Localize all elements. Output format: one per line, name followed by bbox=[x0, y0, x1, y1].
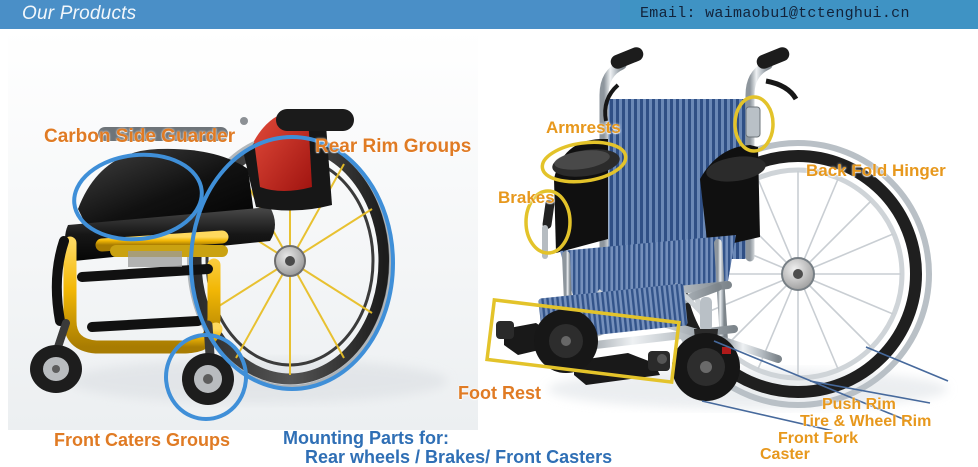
annotation-ellipse-rear-rim bbox=[189, 135, 395, 391]
label-tire-and-wheel-rim: Tire & Wheel Rim bbox=[800, 412, 932, 430]
label-back-fold-hinger: Back Fold Hinger bbox=[806, 161, 946, 180]
label-foot-rest: Foot Rest bbox=[458, 383, 541, 403]
rear-small-caster bbox=[534, 309, 598, 373]
photo-stage: Carbon Side Guarder Rear Rim Groups Fron… bbox=[0, 29, 978, 466]
label-front-caters-groups: Front Caters Groups bbox=[54, 430, 231, 450]
back-fold-hinge bbox=[745, 106, 761, 138]
header-bar: Our Products Email: waimaobu1@tctenghui.… bbox=[0, 0, 978, 29]
annotation-ellipse-back-fold-hinge bbox=[733, 95, 775, 153]
seat-upholstery bbox=[560, 235, 736, 299]
annotation-ellipse-brakes bbox=[524, 189, 572, 255]
label-stack-right: Push Rim Tire & Wheel Rim Front Fork Cas… bbox=[760, 396, 932, 464]
label-carbon-side-guarder: Carbon Side Guarder bbox=[44, 126, 236, 147]
foot-rest-assembly bbox=[496, 321, 670, 385]
leader-front-fork bbox=[713, 340, 909, 422]
annotation-ellipse-front-caster bbox=[164, 333, 248, 421]
mounting-line-1: Mounting Parts for: bbox=[283, 428, 449, 448]
label-front-fork: Front Fork bbox=[778, 429, 858, 447]
label-mounting-parts: Mounting Parts for: Rear wheels / Brakes… bbox=[283, 429, 612, 467]
label-push-rim: Push Rim bbox=[822, 396, 896, 413]
mounting-line-2: Rear wheels / Brakes/ Front Casters bbox=[305, 446, 613, 467]
label-rear-rim-groups: Rear Rim Groups bbox=[315, 136, 472, 157]
leader-push-rim bbox=[865, 346, 949, 382]
page-title: Our Products bbox=[22, 3, 137, 24]
brake-lever bbox=[542, 199, 555, 259]
annotation-ellipse-armrests bbox=[540, 140, 628, 184]
annotation-ellipse-carbon-side-guarder bbox=[72, 152, 204, 242]
label-armrests: Armrests bbox=[546, 118, 621, 137]
leader-caster bbox=[701, 400, 833, 430]
label-caster: Caster bbox=[760, 446, 810, 464]
annotation-rect-foot-rest bbox=[485, 297, 681, 385]
leader-lines bbox=[701, 340, 949, 430]
left-anti-tip-wheel bbox=[30, 319, 82, 393]
leader-tire-wheel-rim bbox=[809, 380, 931, 404]
contact-email: Email: waimaobu1@tctenghui.cn bbox=[640, 5, 910, 22]
label-brakes: Brakes bbox=[498, 188, 555, 207]
left-product-photo bbox=[8, 29, 478, 430]
front-caster-assembly bbox=[672, 297, 740, 401]
right-product-photo bbox=[478, 29, 978, 430]
